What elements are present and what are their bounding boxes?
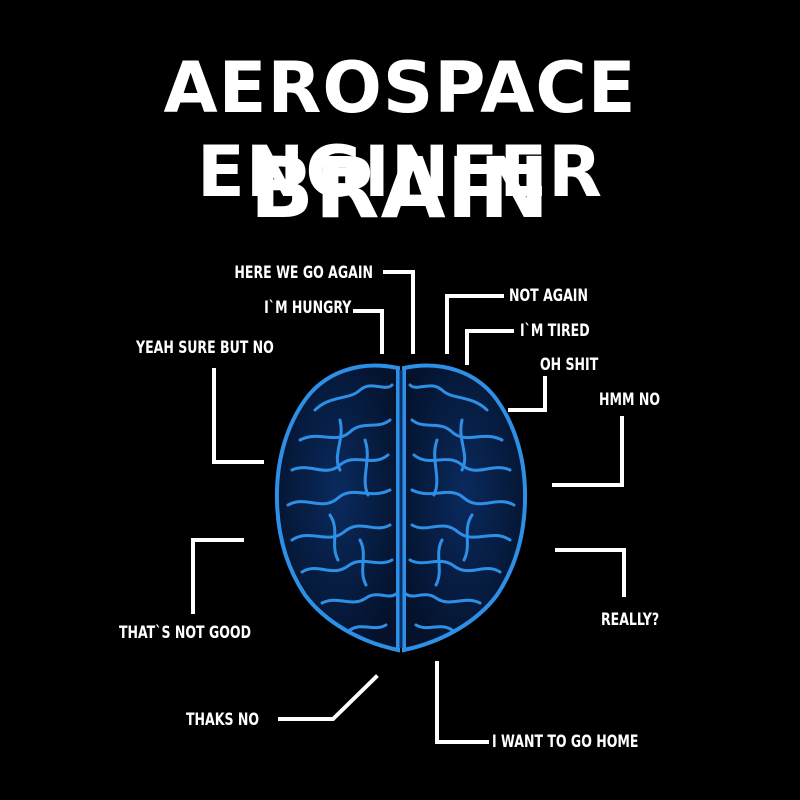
connector-not-again xyxy=(445,294,504,354)
brain-icon xyxy=(274,363,528,653)
connector-thats-not-good xyxy=(191,538,244,614)
label-yeah-sure-but-no: YEAH SURE BUT NO xyxy=(136,338,274,358)
label-thaks-no: THAKS NO xyxy=(186,710,260,730)
connector-really xyxy=(555,548,626,597)
label-hmm-no: HMM NO xyxy=(599,390,660,410)
label-im-tired: I`M TIRED xyxy=(520,321,590,341)
label-really: REALLY? xyxy=(601,610,660,630)
connector-i-want-to-go-home xyxy=(435,661,489,744)
label-i-want-to-go-home: I WANT TO GO HOME xyxy=(492,732,639,752)
connector-hmm-no xyxy=(552,416,624,487)
label-im-hungry: I`M HUNGRY xyxy=(263,298,351,318)
title-line-2: BRAIN xyxy=(249,139,551,237)
label-here-we-go-again: HERE WE GO AGAIN xyxy=(234,263,373,283)
label-oh-shit: OH SHIT xyxy=(540,355,599,375)
connector-yeah-sure-but-no xyxy=(212,368,264,464)
connector-oh-shit xyxy=(508,376,547,412)
connector-thaks-no xyxy=(278,674,379,721)
connector-im-tired xyxy=(465,329,514,365)
connector-im-hungry xyxy=(353,309,384,354)
connector-here-we-go-again xyxy=(383,270,415,354)
label-thats-not-good: THAT`S NOT GOOD xyxy=(119,623,251,643)
title-line-1: AEROSPACE ENGINEER xyxy=(163,47,637,213)
label-not-again: NOT AGAIN xyxy=(509,286,588,306)
